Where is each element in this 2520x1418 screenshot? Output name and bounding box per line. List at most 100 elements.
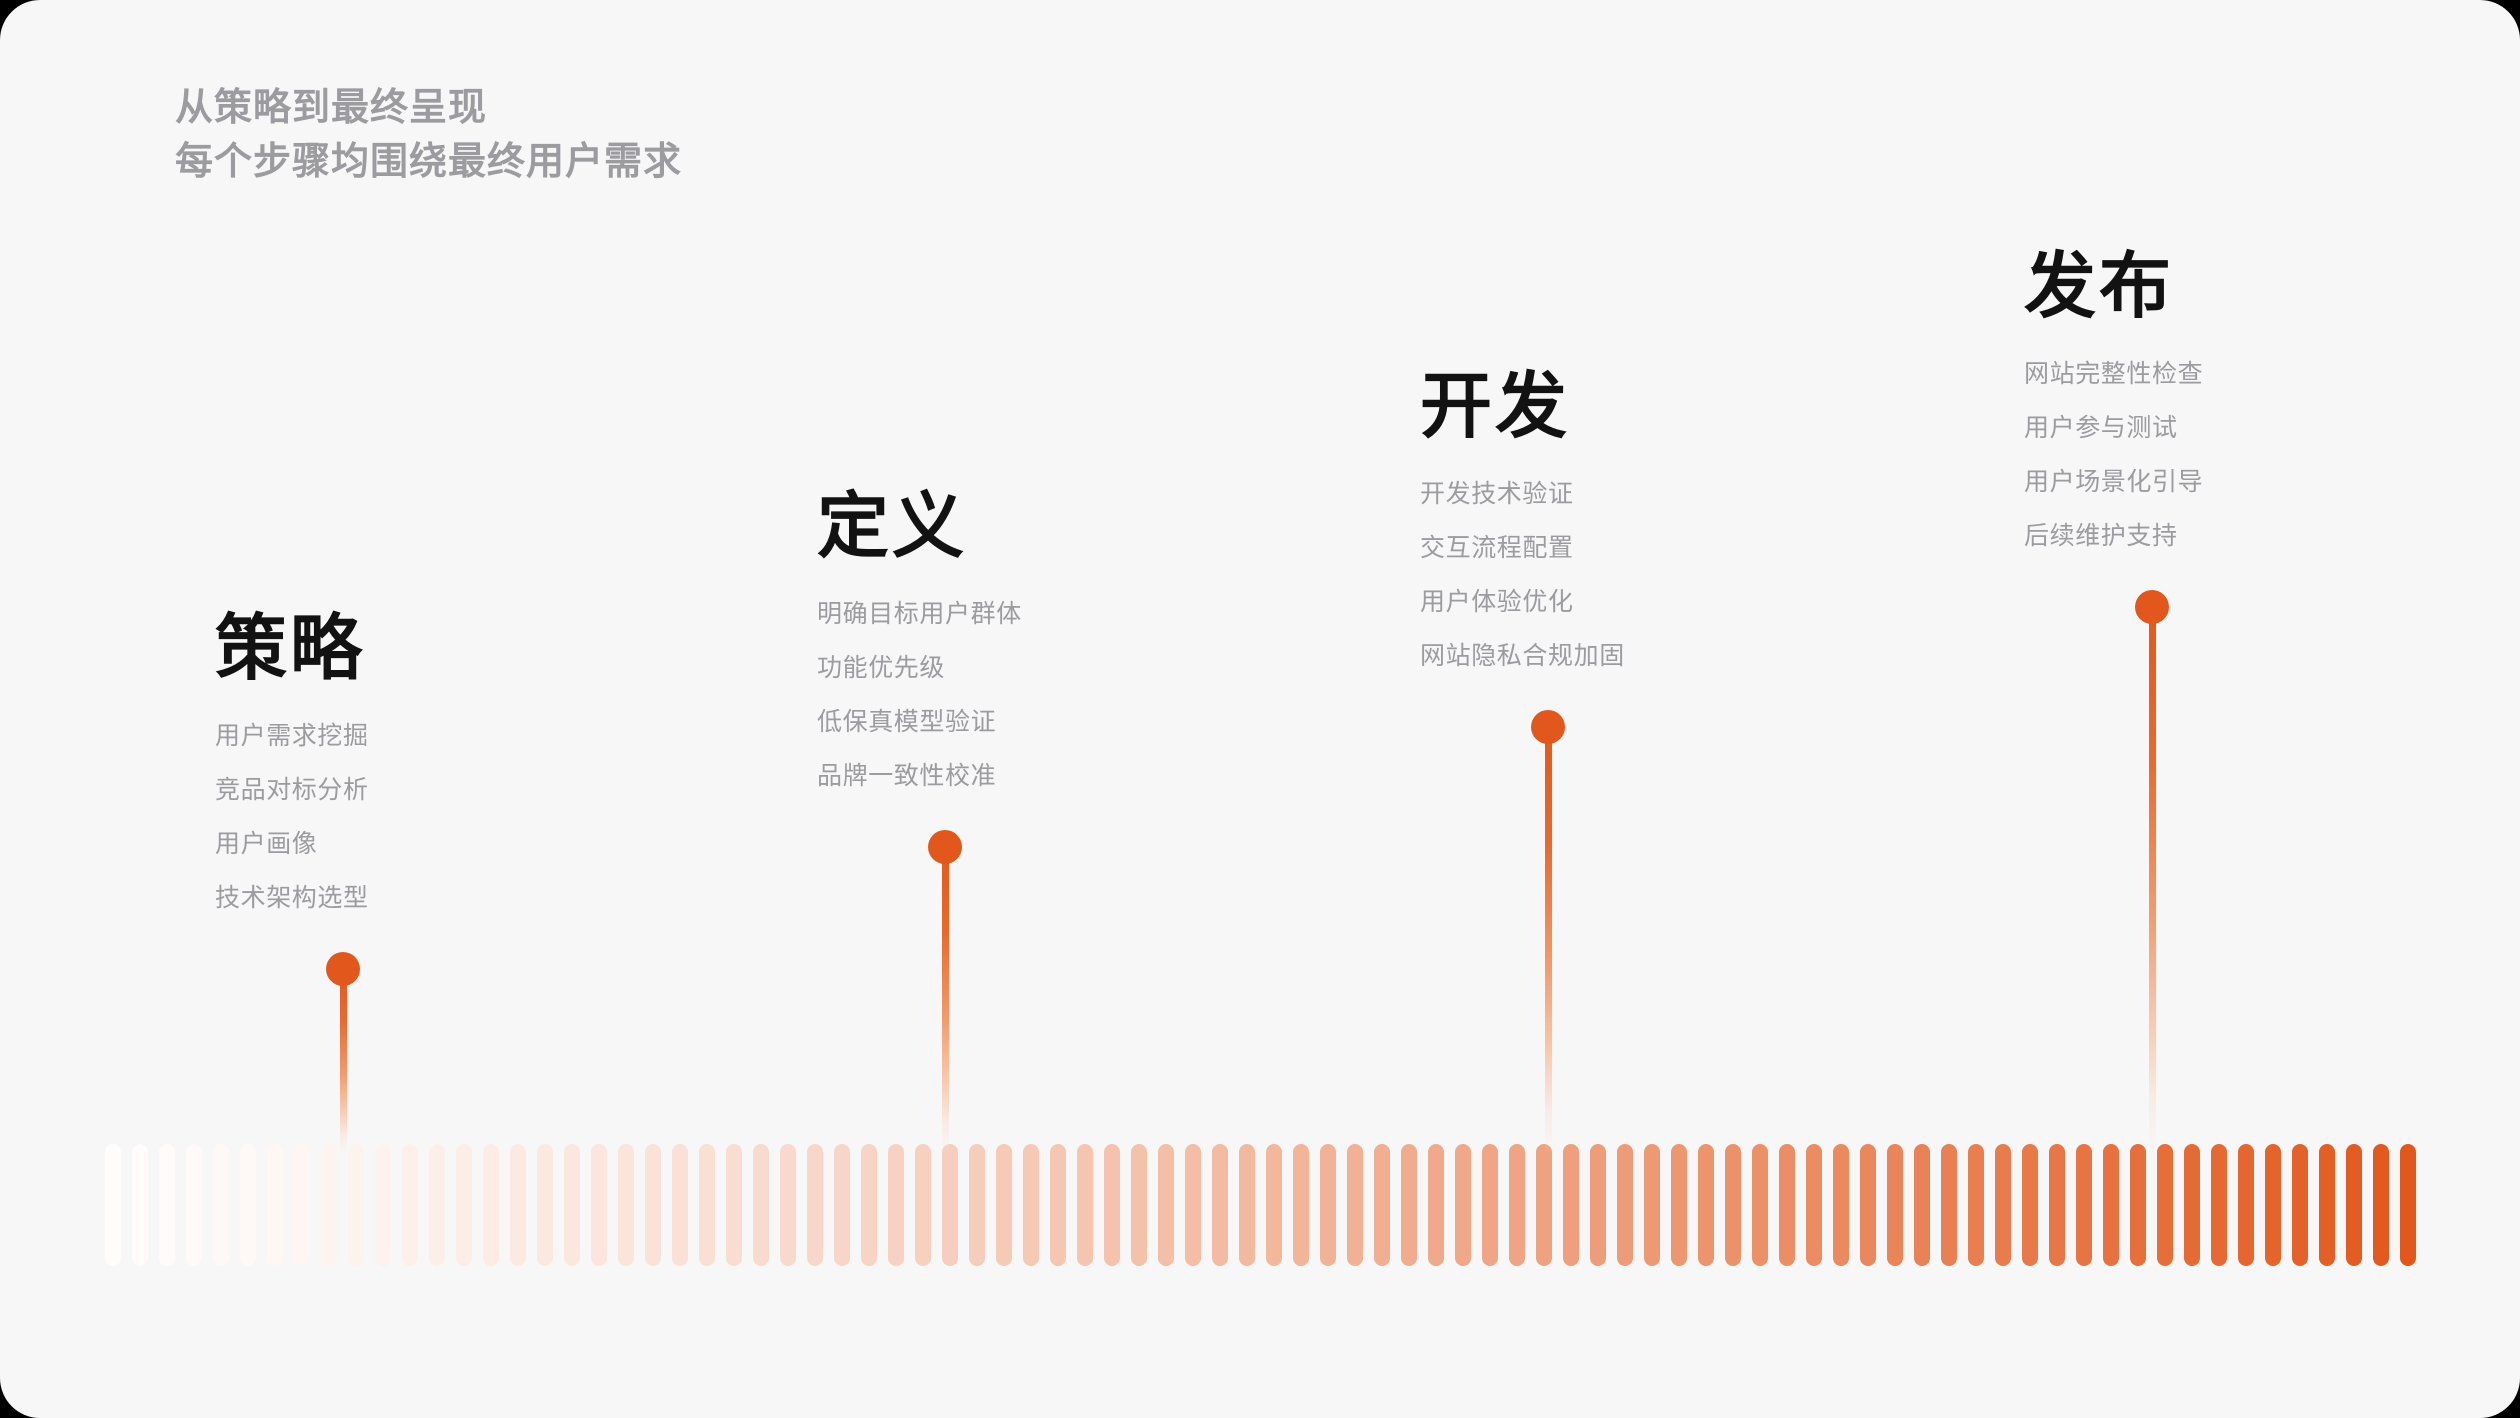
- chart-bar: [1698, 1144, 1714, 1266]
- stage-title: 发布: [2024, 247, 2175, 328]
- chart-bar: [132, 1144, 148, 1266]
- stage-item: 功能优先级: [817, 654, 946, 682]
- chart-bar: [1401, 1144, 1417, 1266]
- chart-bar: [2238, 1144, 2254, 1266]
- chart-bar: [1239, 1144, 1255, 1266]
- stage-item: 低保真模型验证: [817, 708, 997, 736]
- chart-bar: [1482, 1144, 1498, 1266]
- chart-bar: [375, 1144, 391, 1266]
- stage-title: 策略: [215, 609, 366, 690]
- chart-bar: [1590, 1144, 1606, 1266]
- stage-4: 发布网站完整性检查用户参与测试用户场景化引导后续维护支持: [2024, 247, 2203, 549]
- chart-bar: [240, 1144, 256, 1266]
- chart-bar: [564, 1144, 580, 1266]
- chart-bar: [1158, 1144, 1174, 1266]
- stage-item: 品牌一致性校准: [817, 762, 997, 790]
- header-line-1: 从策略到最终呈现: [175, 87, 488, 129]
- chart-bar: [1212, 1144, 1228, 1266]
- chart-bar: [1293, 1144, 1309, 1266]
- chart-bar: [1563, 1144, 1579, 1266]
- stage-item: 竞品对标分析: [215, 776, 369, 804]
- stage-item: 用户需求挖掘: [215, 722, 369, 750]
- marker-stem: [941, 847, 949, 1154]
- chart-bar: [429, 1144, 445, 1266]
- chart-bar: [753, 1144, 769, 1266]
- chart-bar: [321, 1144, 337, 1266]
- timeline-bar-chart: [105, 1144, 2416, 1266]
- chart-bar: [1131, 1144, 1147, 1266]
- chart-bar: [2130, 1144, 2146, 1266]
- chart-bar: [1644, 1144, 1660, 1266]
- chart-bar: [969, 1144, 985, 1266]
- chart-bar: [726, 1144, 742, 1266]
- stage-item: 用户体验优化: [1420, 588, 1574, 616]
- chart-bar: [942, 1144, 958, 1266]
- marker-dot-icon[interactable]: [928, 830, 962, 864]
- chart-bar: [1887, 1144, 1903, 1266]
- chart-bar: [2373, 1144, 2389, 1266]
- chart-bar: [1428, 1144, 1444, 1266]
- stage-item: 技术架构选型: [215, 884, 369, 912]
- chart-bar: [267, 1144, 283, 1266]
- chart-bar: [1617, 1144, 1633, 1266]
- chart-bar: [1455, 1144, 1471, 1266]
- chart-bar: [1185, 1144, 1201, 1266]
- marker-stem: [1544, 727, 1552, 1154]
- stage-item: 用户画像: [215, 830, 318, 858]
- chart-bar: [1914, 1144, 1930, 1266]
- chart-bar: [2211, 1144, 2227, 1266]
- chart-bar: [591, 1144, 607, 1266]
- chart-bar: [915, 1144, 931, 1266]
- stage-item: 用户场景化引导: [2024, 468, 2204, 496]
- chart-bar: [294, 1144, 310, 1266]
- chart-bar: [834, 1144, 850, 1266]
- chart-bar: [1536, 1144, 1552, 1266]
- chart-bar: [1320, 1144, 1336, 1266]
- chart-bar: [1941, 1144, 1957, 1266]
- marker-dot-icon[interactable]: [1531, 710, 1565, 744]
- chart-bar: [1671, 1144, 1687, 1266]
- chart-bar: [1725, 1144, 1741, 1266]
- stage-item-list: 用户需求挖掘竞品对标分析用户画像技术架构选型: [215, 724, 369, 911]
- stage-item: 网站完整性检查: [2024, 360, 2204, 388]
- chart-bar: [861, 1144, 877, 1266]
- marker-stem: [339, 969, 347, 1154]
- chart-bar: [1104, 1144, 1120, 1266]
- chart-bar: [1806, 1144, 1822, 1266]
- chart-bar: [537, 1144, 553, 1266]
- stage-2: 定义明确目标用户群体功能优先级低保真模型验证品牌一致性校准: [817, 487, 1022, 789]
- chart-bar: [2400, 1144, 2416, 1266]
- stage-item: 明确目标用户群体: [817, 600, 1022, 628]
- header-line-2: 每个步骤均围绕最终用户需求: [175, 140, 683, 183]
- chart-bar: [1833, 1144, 1849, 1266]
- chart-bar: [2103, 1144, 2119, 1266]
- chart-bar: [2292, 1144, 2308, 1266]
- marker-dot-icon[interactable]: [326, 952, 360, 986]
- chart-bar: [186, 1144, 202, 1266]
- stage-3: 开发开发技术验证交互流程配置用户体验优化网站隐私合规加固: [1420, 367, 1625, 669]
- stage-item: 交互流程配置: [1420, 534, 1574, 562]
- chart-bar: [645, 1144, 661, 1266]
- chart-bar: [1509, 1144, 1525, 1266]
- marker-dot-icon[interactable]: [2135, 590, 2169, 624]
- stage-title: 开发: [1420, 367, 1571, 448]
- chart-bar: [699, 1144, 715, 1266]
- stage-item: 用户参与测试: [2024, 414, 2178, 442]
- chart-bar: [2157, 1144, 2173, 1266]
- chart-bar: [159, 1144, 175, 1266]
- chart-bar: [456, 1144, 472, 1266]
- chart-bar: [510, 1144, 526, 1266]
- chart-bar: [807, 1144, 823, 1266]
- marker-stem: [2148, 607, 2156, 1154]
- chart-bar: [2049, 1144, 2065, 1266]
- header: 从策略到最终呈现 每个步骤均围绕最终用户需求: [175, 82, 682, 190]
- stage-item: 开发技术验证: [1420, 480, 1574, 508]
- chart-bar: [1968, 1144, 1984, 1266]
- chart-bar: [348, 1144, 364, 1266]
- chart-bar: [1860, 1144, 1876, 1266]
- chart-bar: [1023, 1144, 1039, 1266]
- stage-1: 策略用户需求挖掘竞品对标分析用户画像技术架构选型: [215, 609, 369, 911]
- chart-bar: [402, 1144, 418, 1266]
- chart-bar: [2319, 1144, 2335, 1266]
